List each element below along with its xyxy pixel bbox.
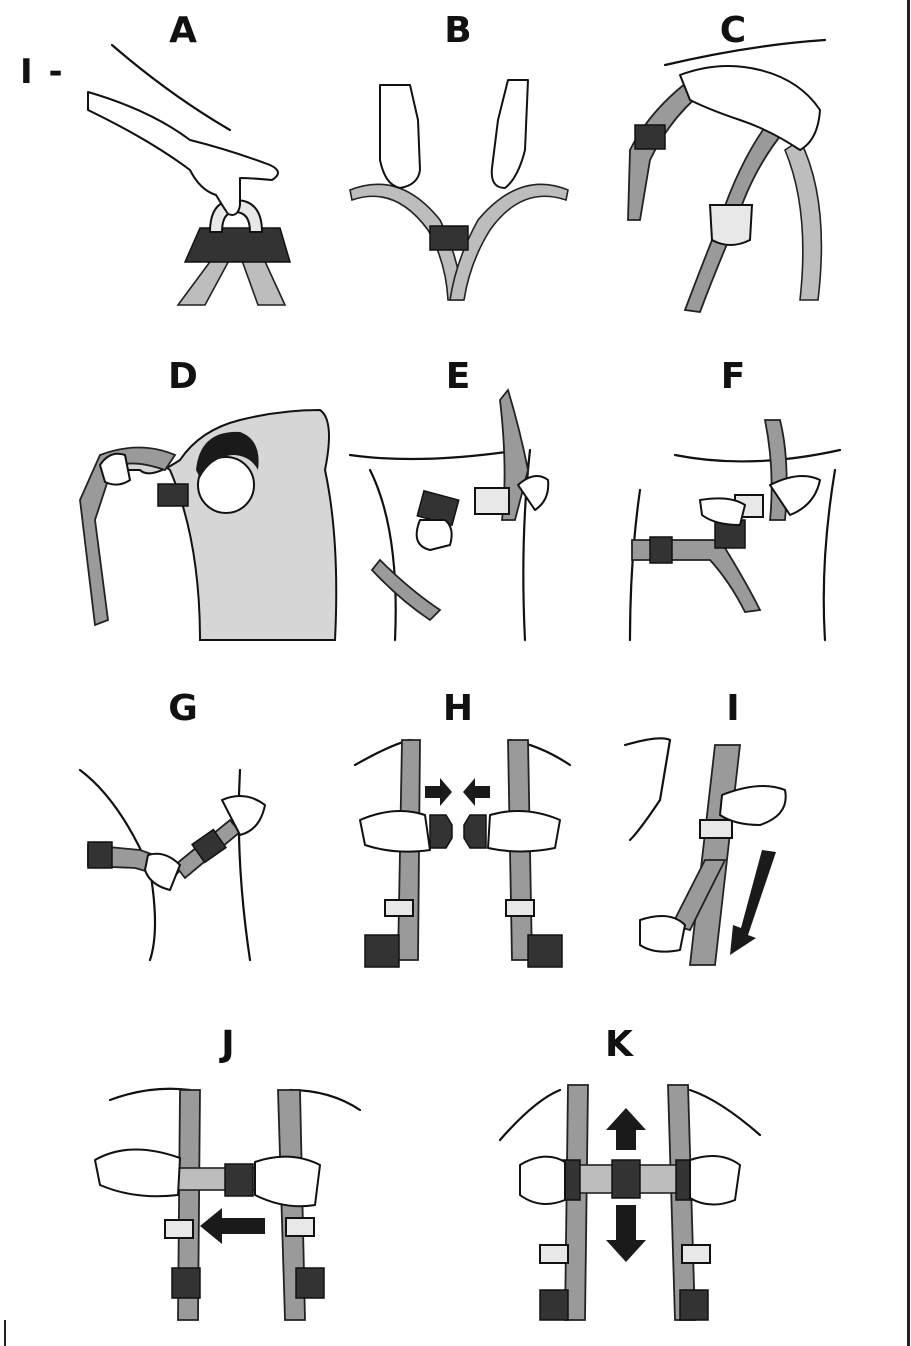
illustration-k xyxy=(0,0,911,1346)
instruction-sheet: I - A B C D E F G H I J K xyxy=(0,0,911,1346)
